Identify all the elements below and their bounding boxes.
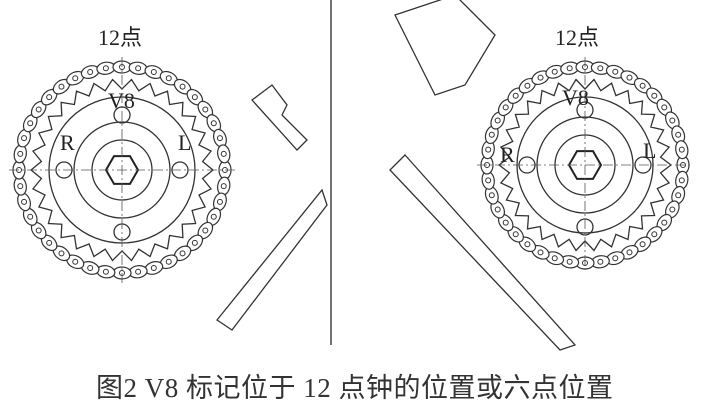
chain-pin — [216, 135, 223, 142]
chain-pin — [512, 231, 519, 238]
chain-pin — [612, 255, 619, 262]
chain-pin — [485, 177, 492, 184]
left-l-mark: L — [178, 130, 191, 155]
chain-pin — [58, 83, 65, 90]
chain-pin — [87, 264, 94, 271]
chain-link — [13, 144, 27, 164]
left-sprocket-panel — [9, 57, 328, 331]
chain-pin — [17, 183, 24, 190]
chain-pin — [135, 65, 142, 72]
chain-pin — [191, 239, 198, 246]
chain-pin — [35, 106, 42, 113]
timing-diagram: 12点 V8 R L 12点 V8 R L — [9, 0, 693, 351]
chain-pin — [651, 231, 658, 238]
chain-pin — [58, 250, 65, 257]
chain-pin — [150, 69, 157, 76]
chain-pin — [165, 258, 172, 265]
chain-pin — [612, 68, 619, 75]
left-v8-mark: V8 — [108, 88, 135, 113]
chain-pin — [512, 92, 519, 99]
chain-pin — [220, 183, 227, 190]
chain-pin — [551, 68, 558, 75]
chain-pin — [639, 241, 646, 248]
right-r-mark: R — [500, 142, 515, 167]
tensioner-housing — [394, 0, 496, 96]
chain-pin — [21, 135, 28, 142]
chain-pin — [537, 249, 544, 256]
chain-pin — [179, 250, 186, 257]
chain-pin — [210, 120, 217, 127]
chain-guide — [389, 154, 577, 351]
tensioner-housing — [251, 84, 308, 151]
chain-pin — [502, 104, 509, 111]
chain-link — [675, 140, 689, 160]
chain-pin — [488, 192, 495, 199]
chain-pin — [210, 213, 217, 220]
chain-pin — [179, 83, 186, 90]
chain-pin — [678, 146, 685, 153]
chain-pin — [494, 117, 501, 124]
chain-pin — [494, 206, 501, 213]
chain-pin — [202, 106, 209, 113]
chain-pin — [135, 268, 142, 275]
chain-pin — [488, 131, 495, 138]
chain-pin — [524, 82, 531, 89]
chain-pin — [661, 104, 668, 111]
left-r-mark: R — [60, 130, 75, 155]
chain-pin — [597, 258, 604, 265]
chain-pin — [675, 192, 682, 199]
chain-pin — [191, 94, 198, 101]
chain-guide — [216, 188, 328, 331]
chain-pin — [524, 241, 531, 248]
chain-pin — [502, 219, 509, 226]
chain-pin — [165, 75, 172, 82]
chain-pin — [102, 268, 109, 275]
chain-pin — [651, 92, 658, 99]
chain-pin — [102, 65, 109, 72]
figure-caption: 图2 V8 标记位于 12 点钟的位置或六点位置 — [96, 373, 614, 403]
chain-pin — [669, 206, 676, 213]
left-12-oclock-label: 12点 — [98, 25, 142, 50]
chain-pin — [46, 94, 53, 101]
chain-pin — [17, 150, 24, 157]
chain-link — [217, 144, 231, 164]
chain-pin — [27, 213, 34, 220]
chain-pin — [485, 146, 492, 153]
right-sprocket-panel — [389, 0, 693, 351]
chain-pin — [87, 69, 94, 76]
chain-pin — [35, 227, 42, 234]
chain-pin — [27, 120, 34, 127]
right-l-mark: L — [643, 138, 656, 163]
chain-link — [96, 265, 116, 279]
right-v8-mark: V8 — [562, 85, 589, 110]
chain-pin — [150, 264, 157, 271]
chain-pin — [639, 82, 646, 89]
chain-pin — [21, 198, 28, 205]
chain-pin — [669, 117, 676, 124]
chain-pin — [216, 198, 223, 205]
chain-pin — [46, 239, 53, 246]
chain-pin — [566, 65, 573, 72]
chain-pin — [566, 258, 573, 265]
chain-pin — [72, 75, 79, 82]
chain-pin — [202, 227, 209, 234]
chain-pin — [675, 131, 682, 138]
hub-washer — [91, 139, 153, 201]
chain-pin — [678, 177, 685, 184]
chain-pin — [661, 219, 668, 226]
sprocket-hub — [73, 121, 171, 219]
chain-pin — [626, 249, 633, 256]
chain-pin — [72, 258, 79, 265]
chain-pin — [597, 65, 604, 72]
chain-pin — [626, 74, 633, 81]
chain-pin — [537, 74, 544, 81]
chain-pin — [551, 255, 558, 262]
chain-link — [128, 61, 148, 75]
right-12-oclock-label: 12点 — [555, 25, 599, 50]
chain-pin — [220, 150, 227, 157]
chain-link — [217, 176, 231, 196]
